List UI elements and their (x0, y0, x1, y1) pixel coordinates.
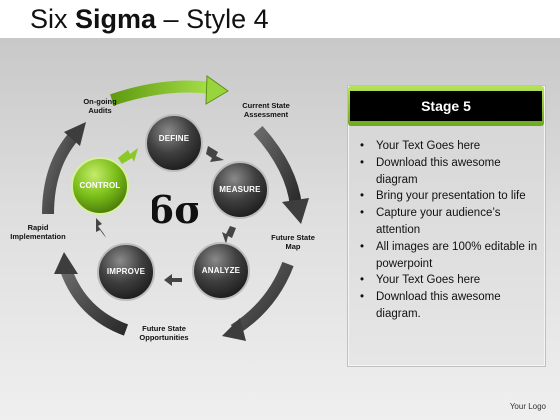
title-prefix: Six (30, 4, 76, 34)
outer-arrow-right-upper (253, 126, 309, 224)
six-sigma-symbol: 6σ (152, 187, 198, 232)
inner-arrow-analyze-improve (164, 274, 182, 286)
node-improve-label: IMPROVE (106, 267, 146, 276)
outer-arrow-left (42, 122, 86, 215)
inner-arrow-control-define (118, 148, 138, 164)
bullet-item: All images are 100% editable in powerpoi… (357, 239, 539, 273)
node-define-label: DEFINE (158, 134, 190, 143)
title-suffix: – Style 4 (156, 4, 269, 34)
footer-logo: Your Logo (509, 402, 546, 411)
cycle-diagram (42, 75, 309, 341)
bullet-item: Your Text Goes here (357, 138, 539, 155)
title-bold: Sigma (75, 4, 157, 34)
node-control-circle (71, 157, 129, 215)
inner-arrow-improve-control (96, 218, 106, 238)
node-measure-circle (211, 161, 269, 219)
stage-bullet-list: Your Text Goes here Download this awesom… (357, 138, 539, 323)
label-future-state-map: Future State Map (262, 233, 324, 252)
node-measure-label: MEASURE (219, 185, 261, 194)
bullet-item: Download this awesome diagram. (357, 289, 539, 323)
label-future-state-map-text: Future State Map (271, 233, 315, 252)
outer-arrow-bottom-left (54, 252, 129, 336)
slide-title: Six Sigma – Style 4 (30, 4, 269, 35)
label-current-state: Current State Assessment (228, 101, 304, 120)
label-rapid-implementation: Rapid Implementation (2, 223, 74, 242)
node-control-label: CONTROL (79, 181, 121, 190)
label-rapid-impl-text: Rapid Implementation (10, 223, 66, 242)
bullet-item: Bring your presentation to life (357, 188, 539, 205)
title-bar: Six Sigma – Style 4 (0, 0, 560, 38)
label-current-state-text: Current State Assessment (242, 101, 290, 120)
outer-arrow-top (110, 75, 229, 106)
node-define-circle (145, 114, 203, 172)
node-analyze-label: ANALYZE (201, 266, 241, 275)
inner-arrow-define-measure (206, 146, 224, 162)
six-sigma-symbol-text: 6σ (152, 187, 198, 232)
label-ongoing-audits: On-going Audits (68, 97, 132, 116)
stage-header-frame: Stage 5 (348, 86, 544, 126)
node-analyze-circle (192, 242, 250, 300)
bullet-item: Your Text Goes here (357, 272, 539, 289)
label-future-state-opportunities: Future State Opportunities (126, 324, 202, 343)
inner-arrow-measure-analyze (222, 226, 236, 244)
label-ongoing-audits-text: On-going Audits (83, 97, 117, 116)
label-future-state-opps-text: Future State Opportunities (139, 324, 189, 343)
node-improve-circle (97, 243, 155, 301)
bullet-item: Download this awesome diagram (357, 155, 539, 189)
bullet-item: Capture your audience’s attention (357, 205, 539, 239)
outer-arrow-right-lower (222, 261, 294, 341)
stage-header: Stage 5 (350, 91, 542, 121)
